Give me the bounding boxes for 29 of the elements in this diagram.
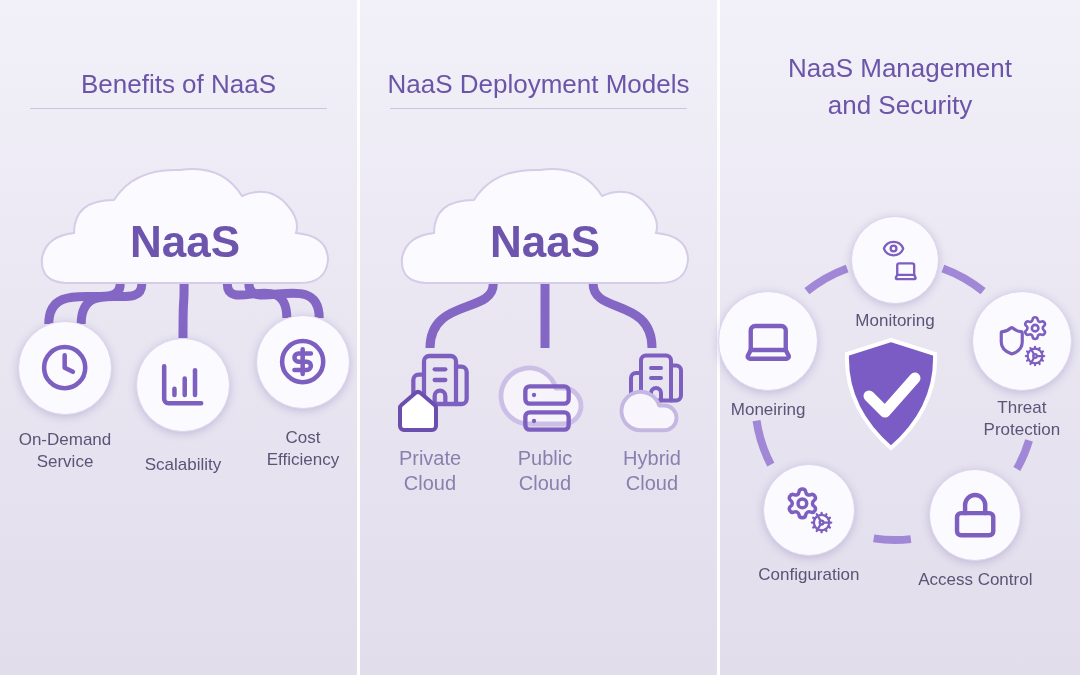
connector-line bbox=[804, 264, 849, 295]
panel bbox=[360, 0, 717, 675]
connector-line bbox=[44, 283, 125, 325]
panel bbox=[0, 0, 357, 675]
feature-label: Threat Protection bbox=[982, 396, 1062, 441]
panel-heading: NaaS Management and Security bbox=[787, 52, 1013, 122]
feature-label: Cost Efficiency bbox=[265, 427, 341, 471]
feature-label: Access Control bbox=[918, 568, 1033, 591]
connector-line bbox=[941, 264, 986, 295]
cloud-label: NaaS bbox=[129, 215, 241, 268]
connector-line bbox=[244, 283, 324, 319]
connector-line bbox=[1013, 439, 1033, 471]
deployment-label: Private Cloud bbox=[397, 446, 463, 496]
feature-label: Scalability bbox=[144, 454, 222, 476]
feature-label: Moneiring bbox=[730, 398, 806, 421]
panel-heading: Benefits of NaaS bbox=[79, 68, 278, 101]
connector-line bbox=[76, 283, 147, 325]
cloud-label: NaaS bbox=[489, 215, 601, 268]
feature-label: On-Demand Service bbox=[17, 429, 113, 473]
connector-line bbox=[540, 284, 550, 348]
feature-label: Configuration bbox=[758, 564, 860, 587]
deployment-label: Public Cloud bbox=[516, 446, 574, 496]
panel-heading: NaaS Deployment Models bbox=[386, 68, 691, 101]
deployment-label: Hybrid Cloud bbox=[622, 446, 682, 496]
connector-line bbox=[752, 419, 775, 467]
connector-line bbox=[222, 283, 292, 319]
panel bbox=[720, 0, 1080, 675]
feature-label: Monitoring bbox=[855, 310, 935, 332]
connector-line bbox=[178, 284, 189, 338]
